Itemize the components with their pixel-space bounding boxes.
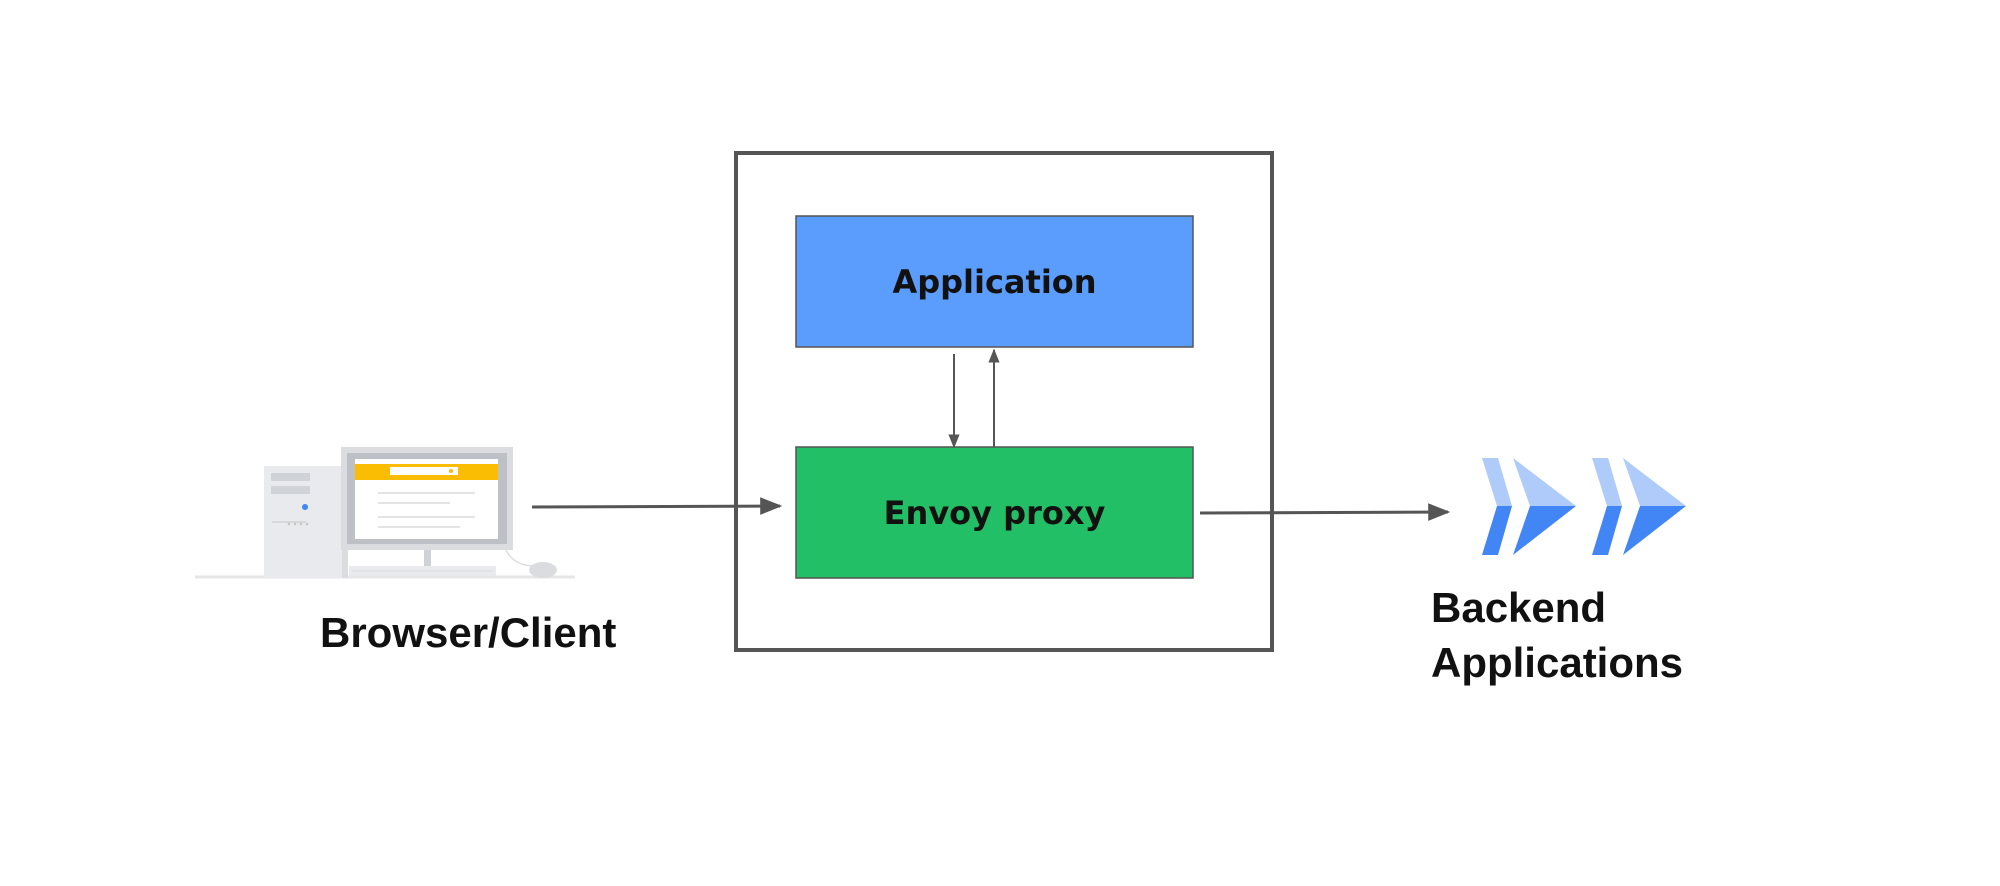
application-label: Application [892, 262, 1097, 301]
edge-envoy-to-backend [1199, 503, 1451, 521]
browser-client-label: Browser/Client [320, 609, 617, 656]
container-box [734, 151, 1274, 652]
backend-label-line1: Backend [1431, 584, 1607, 631]
application-box [795, 215, 1194, 348]
envoy-proxy-box [795, 446, 1194, 579]
backend-applications-icon [1482, 458, 1686, 555]
computer-icon [195, 447, 575, 579]
envoy-proxy-label: Envoy proxy [883, 493, 1106, 532]
backend-label-line2: Applications [1431, 639, 1684, 686]
edge-browser-to-envoy [531, 497, 783, 515]
backend-applications-label: Backend Applications [1431, 580, 1683, 690]
